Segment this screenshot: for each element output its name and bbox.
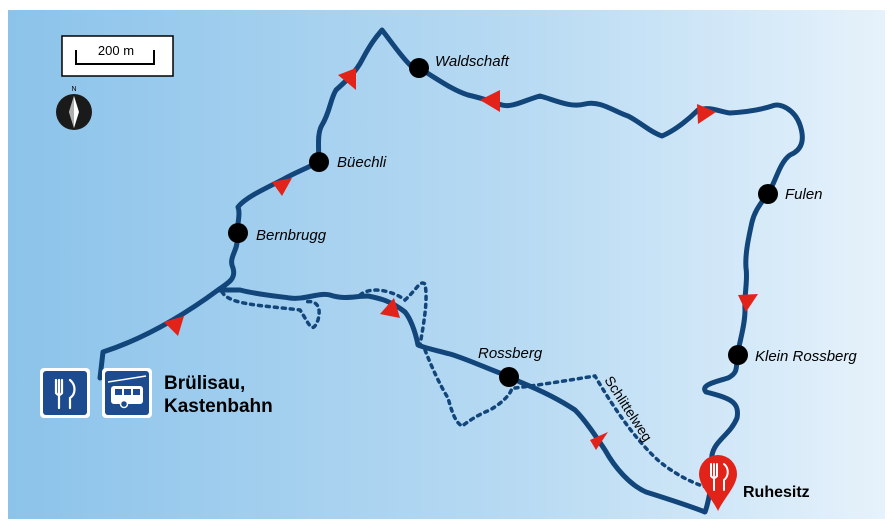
map-background	[8, 10, 885, 519]
scale-bar-label: 200 m	[98, 43, 134, 58]
label-rossberg: Rossberg	[478, 345, 543, 362]
label-fulen: Fulen	[785, 186, 823, 203]
restaurant-marker	[699, 455, 737, 511]
start-label: Brülisau, Kastenbahn	[164, 373, 273, 417]
hiking-route	[97, 27, 805, 515]
arrow-icon	[697, 104, 716, 124]
waypoint-bernbrugg	[228, 223, 248, 243]
arrow-icon	[480, 90, 500, 112]
arrow-icon	[338, 68, 356, 90]
dotted-path-rossberg	[423, 348, 514, 429]
direction-arrows	[164, 68, 758, 450]
cable-car-icon	[107, 375, 147, 409]
dotted-path-schlittelweg	[513, 374, 712, 490]
arrow-icon	[272, 178, 292, 196]
restaurant-sign	[40, 368, 90, 418]
restaurant-icon	[54, 378, 76, 410]
compass-north-label: N	[71, 86, 76, 93]
waypoint-waldschaft	[409, 58, 429, 78]
scale-bar: 200 m	[61, 35, 174, 77]
label-ruhesitz: Ruhesitz	[743, 484, 810, 501]
compass-icon: N	[56, 86, 92, 130]
arrow-icon	[164, 316, 184, 336]
restaurant-icon	[710, 463, 729, 491]
dotted-path-loop	[358, 281, 428, 347]
dotted-path-bernbrugg	[220, 290, 321, 330]
start-label-line1: Brülisau,	[164, 373, 245, 394]
waypoint-fulen	[758, 184, 778, 204]
label-buechli: Büechli	[337, 154, 387, 171]
waypoint-rossberg	[499, 367, 519, 387]
start-label-line2: Kastenbahn	[164, 396, 273, 417]
arrow-icon	[738, 294, 758, 312]
arrow-icon	[380, 298, 400, 318]
waypoints	[228, 58, 778, 387]
arrow-icon	[590, 432, 608, 450]
label-bernbrugg: Bernbrugg	[256, 227, 327, 244]
label-waldschaft: Waldschaft	[435, 53, 510, 70]
cable-car-sign	[102, 368, 152, 418]
label-klein-rossberg: Klein Rossberg	[755, 348, 857, 365]
waypoint-buechli	[309, 152, 329, 172]
waypoint-klein-rossberg	[728, 345, 748, 365]
